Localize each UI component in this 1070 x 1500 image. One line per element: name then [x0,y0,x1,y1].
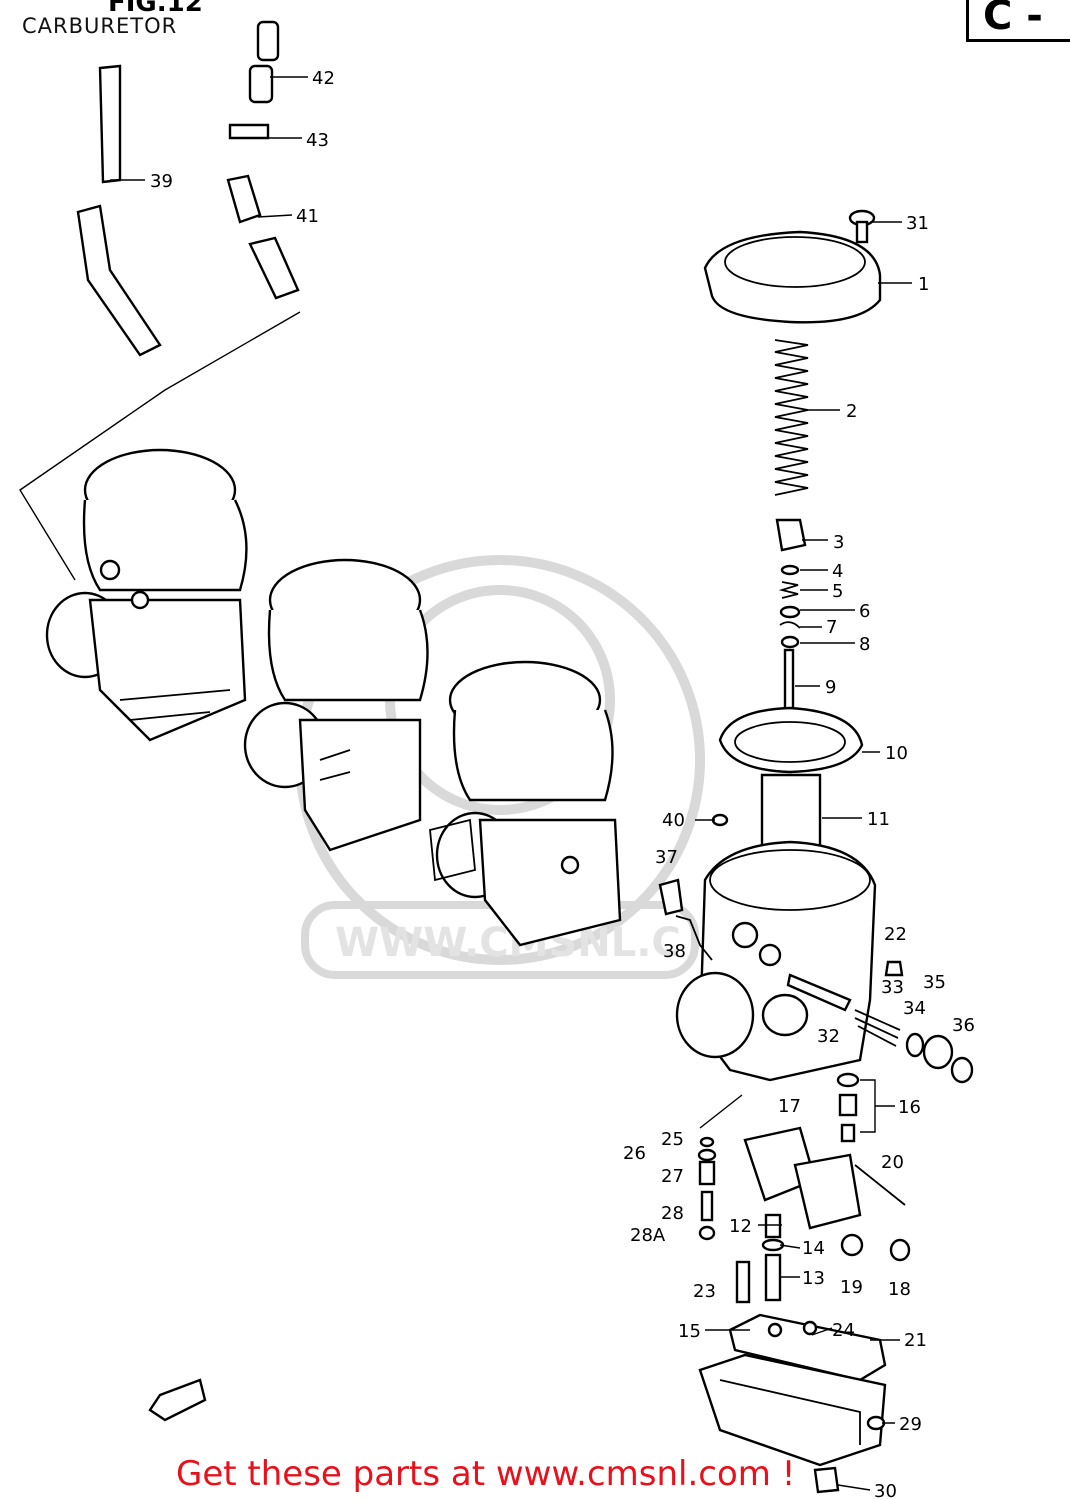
callout-3: 3 [833,532,844,553]
callout-31: 31 [906,213,929,234]
callout-15: 15 [678,1321,701,1342]
part-31-screw [848,209,876,244]
carburetor-assembly-2 [243,558,429,852]
callout-1: 1 [918,274,929,295]
callout-42: 42 [312,68,335,89]
part-16-float-valve [836,1072,895,1143]
callout-39: 39 [150,171,173,192]
callout-11: 11 [867,809,890,830]
callout-37: 37 [655,847,678,868]
callout-22: 22 [884,924,907,945]
parts-37-38-40 [658,813,729,961]
callout-10: 10 [885,743,908,764]
callout-9: 9 [825,677,836,698]
front-direction-arrow [148,1378,207,1422]
leader-lines [110,76,912,1491]
callout-28: 28 [661,1203,684,1224]
carburetor-assembly-3 [429,660,622,947]
callout-23: 23 [693,1281,716,1302]
carburetor-main-body [675,840,877,1082]
callout-13: 13 [802,1268,825,1289]
callout-27: 27 [661,1166,684,1187]
section-title: CARBURETOR [22,14,178,38]
callout-28a: 28A [630,1225,666,1246]
part-1-top-cap [703,230,882,324]
callout-33: 33 [881,977,904,998]
callout-40: 40 [662,810,685,831]
callout-2: 2 [846,401,857,422]
callout-17: 17 [778,1096,801,1117]
callout-18: 18 [888,1279,911,1300]
callout-32: 32 [817,1026,840,1047]
callout-6: 6 [859,601,870,622]
callout-5: 5 [832,581,843,602]
part-10-diaphragm [718,706,864,774]
carburetor-assembly-1 [45,448,248,742]
callout-34: 34 [903,998,926,1019]
part-2-spring [774,339,809,496]
callout-20: 20 [881,1152,904,1173]
callout-16: 16 [898,1097,921,1118]
callout-8: 8 [859,634,870,655]
parts-25-28a-jets [697,1094,743,1241]
callout-7: 7 [826,617,837,638]
callout-35: 35 [923,972,946,993]
callout-19: 19 [840,1277,863,1298]
callout-24: 24 [832,1320,855,1341]
hose-39 [76,64,162,357]
section-code-box: C - [966,0,1070,42]
callout-30: 30 [874,1481,897,1500]
callout-26: 26 [623,1143,646,1164]
part-17-floats [743,1126,906,1230]
callout-14: 14 [802,1238,825,1259]
callout-36: 36 [952,1015,975,1036]
hose-41-43 [19,20,301,581]
callout-29: 29 [899,1414,922,1435]
callout-21: 21 [904,1330,927,1351]
callout-12: 12 [729,1216,752,1237]
parts-12-14-18-19-23 [735,1213,911,1304]
get-parts-link[interactable]: Get these parts at www.cmsnl.com ! [176,1454,796,1494]
parts-3-to-8 [775,518,807,649]
callout-4: 4 [832,561,843,582]
part-21-float-bowl [698,1313,887,1494]
callout-numbers: 39 42 43 41 31 1 2 3 4 5 6 7 8 9 10 11 4… [150,68,975,1500]
callout-43: 43 [306,130,329,151]
callout-25: 25 [661,1129,684,1150]
callout-41: 41 [296,206,319,227]
callout-38: 38 [663,941,686,962]
figure-number: FIG.12 [108,0,203,18]
parts-22-33-36 [854,960,974,1084]
